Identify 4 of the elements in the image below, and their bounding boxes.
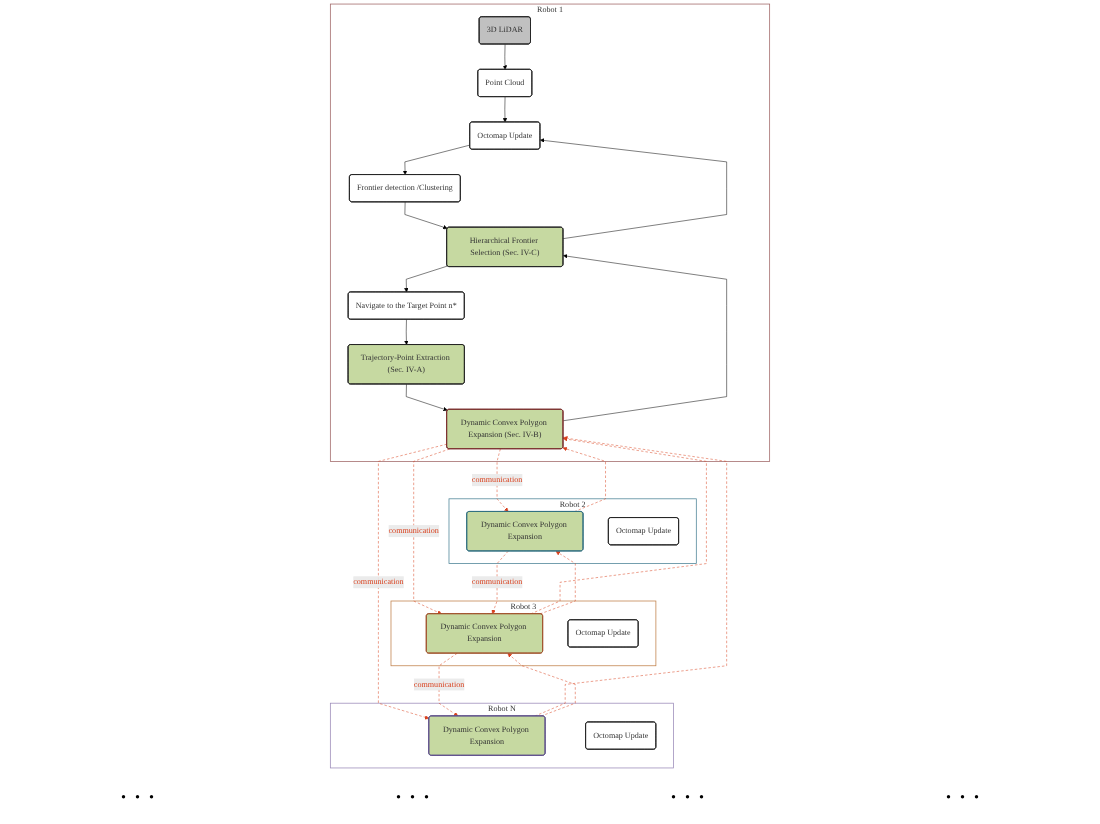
ellipsis-text: . . . — [670, 776, 705, 810]
ellipsis-text: . . . — [120, 776, 155, 810]
ellipsis-text: . . . — [945, 776, 980, 810]
ellipsis-text: . . . — [395, 776, 430, 810]
